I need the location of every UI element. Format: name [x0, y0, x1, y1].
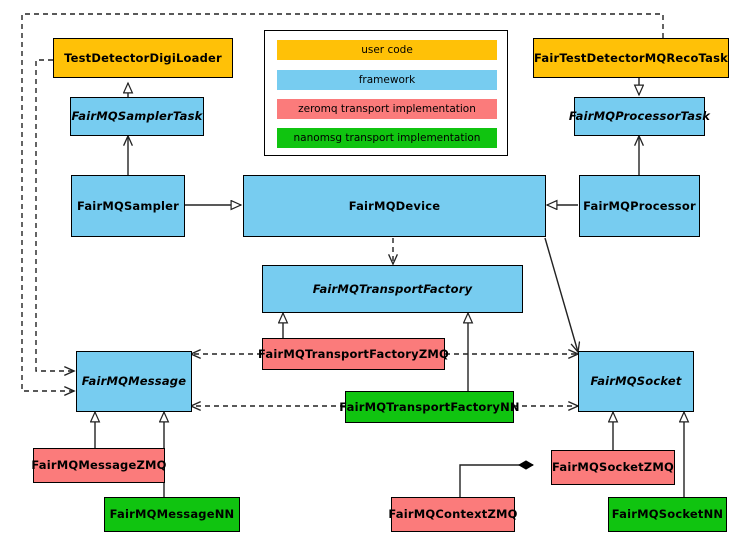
legend-item-nanomsg: nanomsg transport implementation — [277, 128, 497, 148]
class-box-test-detector-digi-loader[interactable]: TestDetectorDigiLoader — [53, 38, 233, 78]
class-box-fairmq-socket[interactable]: FairMQSocket — [578, 351, 694, 412]
class-box-fairmq-context-zmq[interactable]: FairMQContextZMQ — [388, 497, 517, 532]
class-box-fairmq-transport-factory-nn[interactable]: FairMQTransportFactoryNN — [339, 391, 520, 423]
class-box-fairmq-message[interactable]: FairMQMessage — [76, 351, 192, 412]
class-box-fairmq-sampler[interactable]: FairMQSampler — [71, 175, 185, 237]
edge-digiloader-message — [35, 59, 74, 371]
class-box-fairmq-transport-factory-zmq[interactable]: FairMQTransportFactoryZMQ — [258, 338, 449, 370]
edge-contextzmq-socketzmq — [459, 460, 535, 497]
class-box-fairmq-processor-task[interactable]: FairMQProcessorTask — [569, 97, 710, 136]
class-box-fairmq-socket-zmq[interactable]: FairMQSocketZMQ — [551, 450, 675, 485]
class-box-fairmq-transport-factory[interactable]: FairMQTransportFactory — [262, 265, 523, 313]
class-box-fairmq-socket-nn[interactable]: FairMQSocketNN — [608, 497, 727, 532]
class-box-fairmq-message-zmq[interactable]: FairMQMessageZMQ — [31, 448, 166, 483]
class-box-fairmq-message-nn[interactable]: FairMQMessageNN — [104, 497, 240, 532]
legend-item-user-code: user code — [277, 40, 497, 60]
class-box-fairmq-processor[interactable]: FairMQProcessor — [579, 175, 700, 237]
legend-panel: user code framework zeromq transport imp… — [264, 30, 508, 156]
legend-item-framework: framework — [277, 70, 497, 90]
class-box-fairmq-sampler-task[interactable]: FairMQSamplerTask — [70, 97, 204, 136]
class-box-fairmq-device[interactable]: FairMQDevice — [243, 175, 546, 237]
legend-item-zeromq: zeromq transport implementation — [277, 99, 497, 119]
class-box-fair-test-detector-mq-reco-task[interactable]: FairTestDetectorMQRecoTask — [533, 38, 729, 78]
edge-device-socket — [544, 237, 578, 352]
